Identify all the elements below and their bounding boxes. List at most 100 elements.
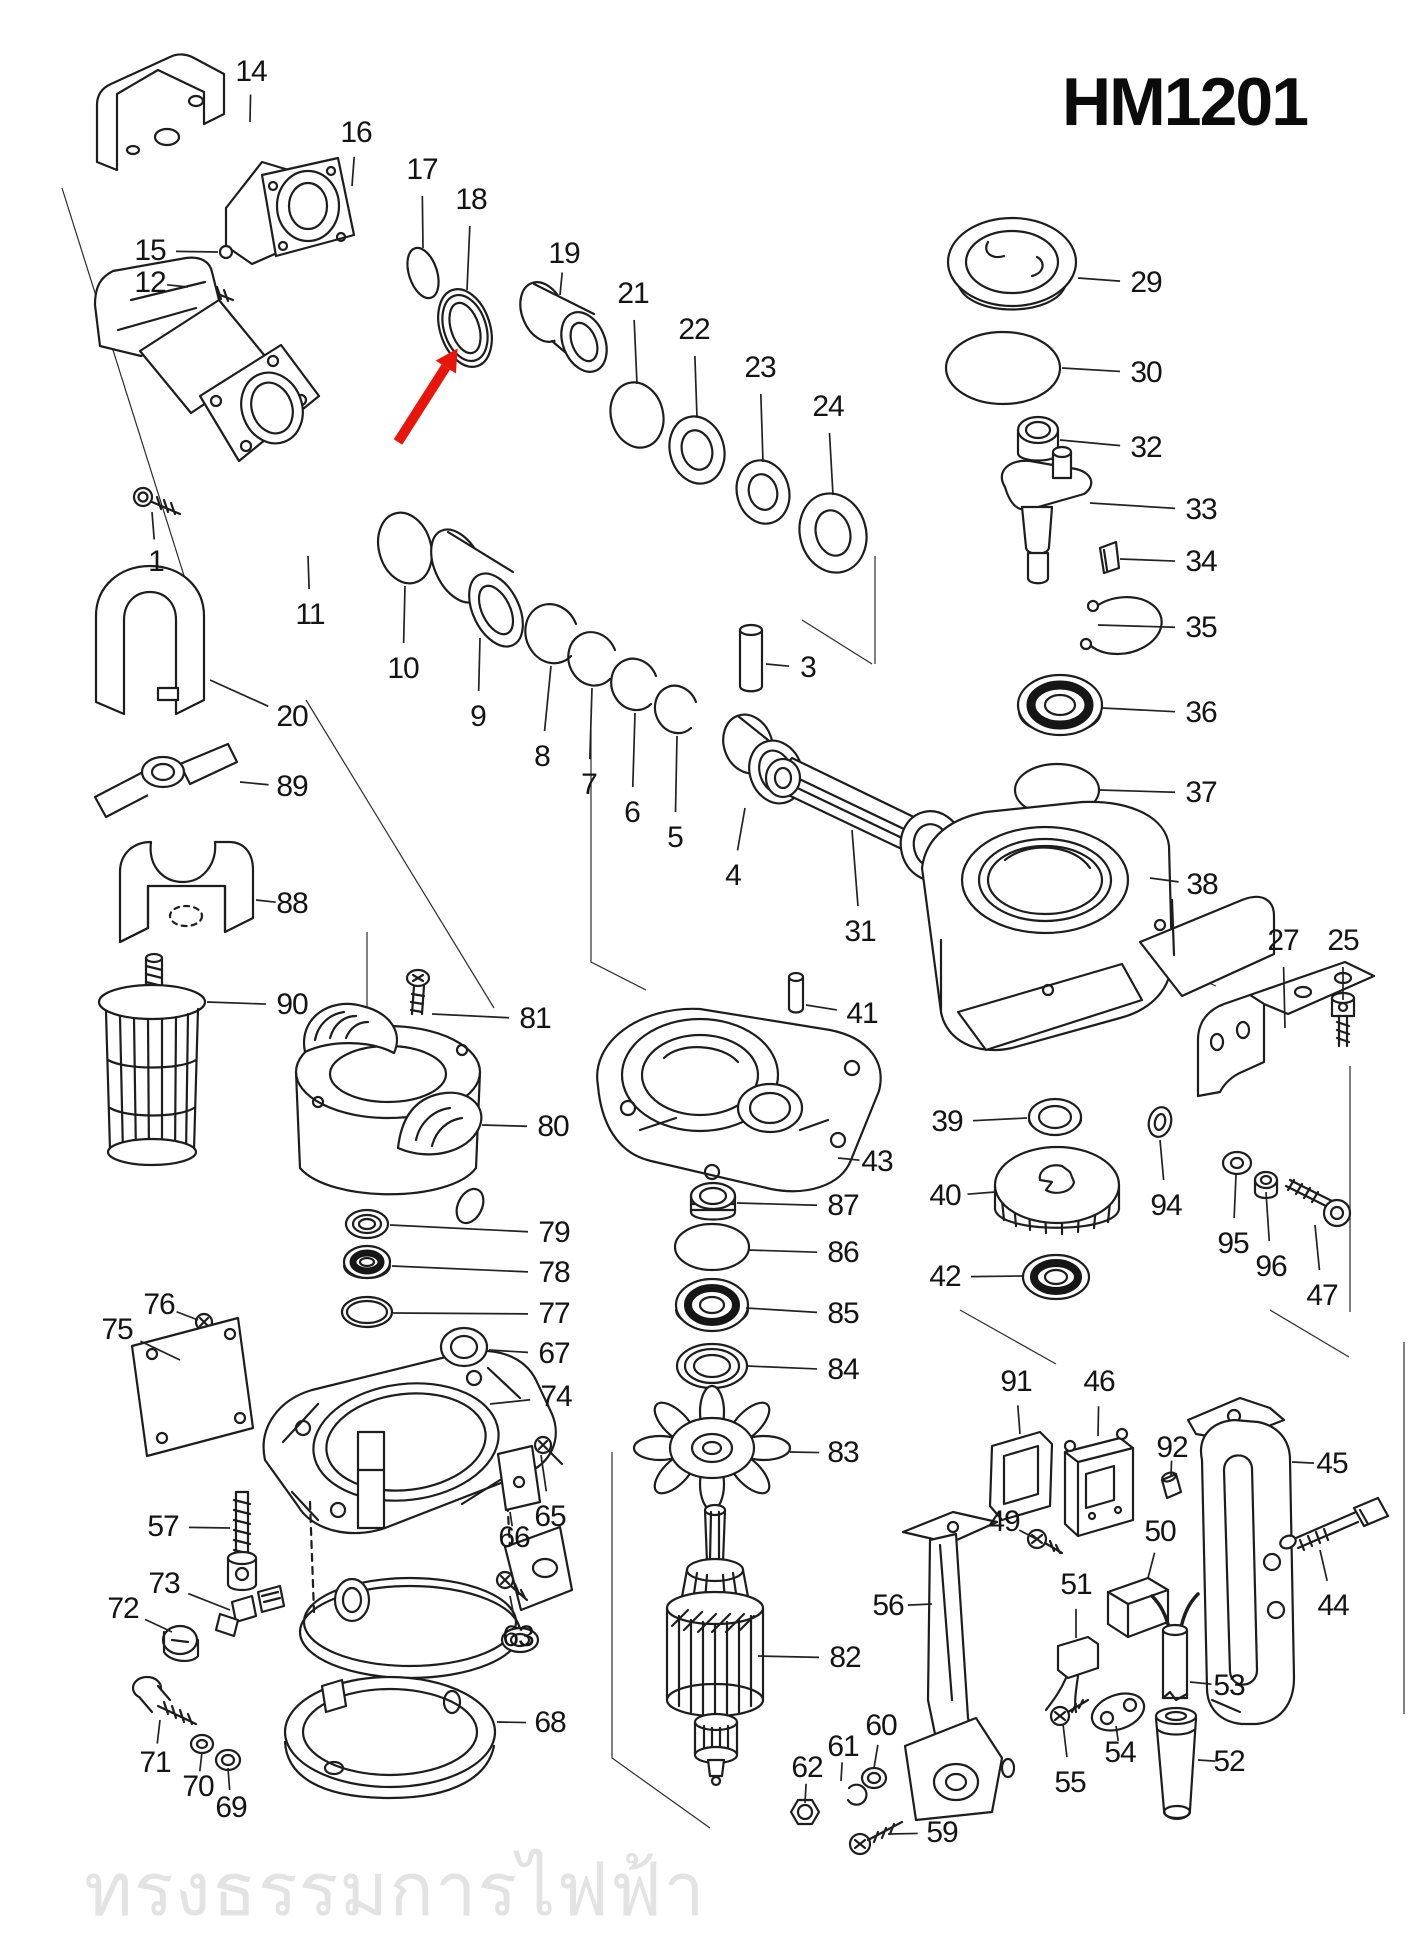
part-label-35: 35 [1185, 611, 1217, 644]
part-24-washer [798, 492, 868, 574]
part-29-crank-cap [946, 216, 1078, 311]
part-53-wire-tube [1150, 1592, 1200, 1702]
part-label-1: 1 [148, 545, 165, 578]
leader-line-50 [1147, 1552, 1156, 1579]
leader-line-42 [970, 1275, 1023, 1278]
part-label-40: 40 [929, 1179, 961, 1212]
part-54-link [1090, 1692, 1146, 1732]
part-label-70: 70 [182, 1770, 214, 1803]
part-gear-housing [262, 1349, 574, 1680]
part-83-fan [632, 1384, 792, 1512]
part-label-96: 96 [1255, 1250, 1287, 1283]
part-78-ball-bearing [342, 1244, 392, 1280]
part-95-washer [1221, 1150, 1253, 1176]
part-5-ring [653, 684, 698, 735]
part-71-bolt [131, 1675, 198, 1726]
part-label-55: 55 [1054, 1766, 1086, 1799]
leader-line-63 [509, 1595, 516, 1619]
leader-line-8 [543, 665, 552, 732]
part-label-87: 87 [827, 1189, 859, 1222]
leader-line-43 [837, 1157, 860, 1162]
part-label-16: 16 [340, 116, 372, 149]
part-49-screw [1026, 1528, 1064, 1555]
leader-line-92 [1170, 1460, 1173, 1477]
part-label-52: 52 [1213, 1745, 1245, 1778]
part-34-key [1098, 540, 1121, 575]
part-label-12: 12 [134, 266, 166, 299]
part-32-bushing [1016, 415, 1060, 462]
part-label-74: 74 [540, 1380, 572, 1413]
part-label-43: 43 [861, 1145, 893, 1178]
part-label-75: 75 [101, 1313, 133, 1346]
part-85-ball-bearing [674, 1277, 750, 1333]
leader-line-44 [1319, 1549, 1328, 1581]
leader-line-33 [1089, 502, 1176, 510]
part-14-bracket-plate [95, 53, 226, 172]
part-63-screw [495, 1570, 529, 1602]
leader-line-37 [1098, 789, 1176, 794]
part-label-76: 76 [143, 1288, 175, 1321]
leader-line-6 [631, 712, 636, 788]
part-label-95: 95 [1217, 1227, 1249, 1260]
part-label-30: 30 [1130, 356, 1162, 389]
part-label-29: 29 [1130, 266, 1162, 299]
leader-line-38 [1149, 877, 1179, 883]
part-1-screw [132, 486, 182, 516]
leader-line-83 [789, 1451, 820, 1454]
leader-line-27 [1282, 966, 1286, 1029]
leader-line-80 [481, 1124, 528, 1128]
leader-line-68 [496, 1721, 527, 1724]
leader-line-87 [736, 1202, 818, 1207]
part-label-45: 45 [1316, 1447, 1348, 1480]
part-label-85: 85 [827, 1297, 859, 1330]
leader-line-55 [1062, 1723, 1068, 1758]
part-label-38: 38 [1186, 868, 1218, 901]
leader-line-29 [1077, 277, 1121, 282]
leader-line-39 [972, 1117, 1028, 1122]
part-label-86: 86 [827, 1236, 859, 1269]
part-label-7: 7 [581, 768, 598, 801]
leader-line-9 [477, 637, 481, 692]
leader-line-76 [176, 1310, 199, 1321]
part-label-79: 79 [538, 1216, 570, 1249]
part-84-washer [675, 1342, 749, 1390]
leader-line-30 [1061, 367, 1121, 373]
leader-line-7 [588, 687, 593, 760]
part-87-bushing [689, 1181, 737, 1221]
part-label-65: 65 [534, 1500, 566, 1533]
leader-line-36 [1101, 707, 1176, 713]
part-4-striker [722, 713, 804, 805]
red-arrow-shaft [393, 364, 450, 445]
part-57-bolt [226, 1490, 258, 1592]
leader-line-86 [747, 1249, 818, 1254]
part-label-83: 83 [827, 1436, 859, 1469]
part-90-filter [97, 952, 207, 1167]
leader-line-79 [389, 1224, 529, 1233]
leader-line-69 [227, 1767, 231, 1791]
part-label-62: 62 [791, 1751, 823, 1784]
part-label-33: 33 [1185, 493, 1217, 526]
leader-line-32 [1059, 439, 1121, 447]
part-label-32: 32 [1130, 431, 1162, 464]
part-47-bolt [1284, 1178, 1352, 1228]
leader-line-21 [633, 319, 638, 385]
part-label-56: 56 [872, 1589, 904, 1622]
leader-line-23 [759, 393, 764, 463]
leader-line-14 [249, 94, 252, 123]
part-label-11: 11 [295, 598, 325, 631]
part-label-66: 66 [498, 1521, 530, 1554]
part-82-armature [665, 1503, 765, 1787]
part-41-pin [787, 971, 805, 1014]
leader-line-81 [431, 1013, 510, 1019]
part-label-60: 60 [865, 1709, 897, 1742]
part-label-5: 5 [667, 821, 684, 854]
part-45-handle [1186, 1396, 1296, 1726]
leader-line-59 [887, 1832, 918, 1835]
part-21-oring [609, 381, 665, 449]
leader-line-71 [156, 1719, 161, 1744]
part-70-washer [189, 1733, 215, 1755]
highlight-arrow-layer [393, 348, 458, 445]
part-label-59: 59 [926, 1816, 958, 1849]
leader-line-12 [167, 283, 189, 288]
part-25-screw [1330, 991, 1356, 1048]
